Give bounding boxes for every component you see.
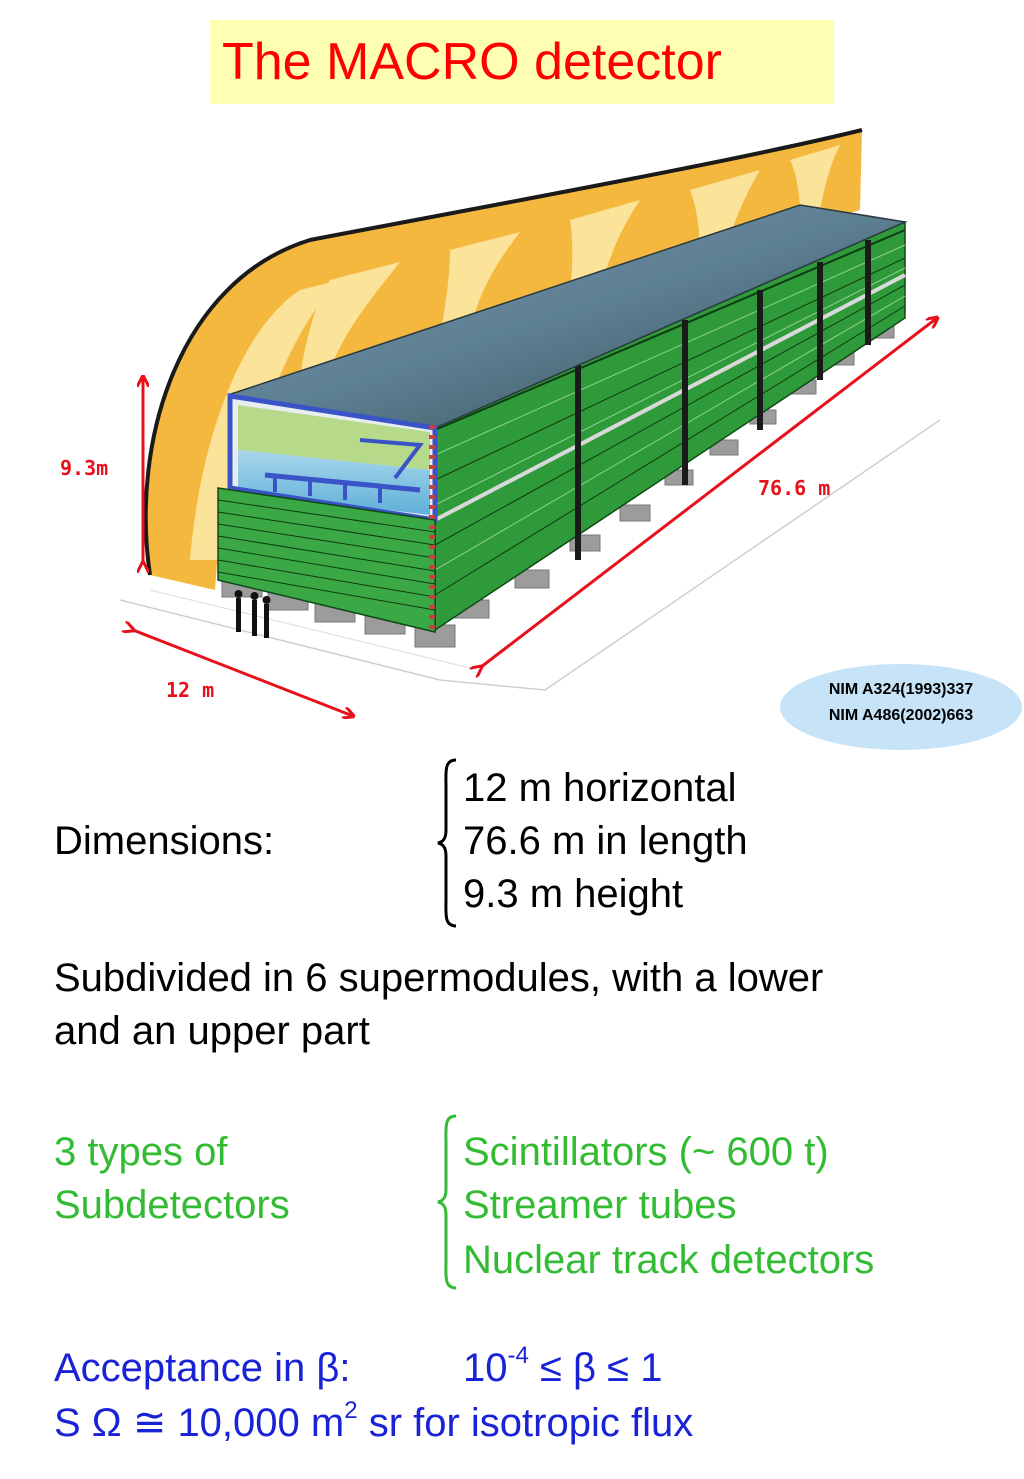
subdivision-line-1: Subdivided in 6 supermodules, with a low… <box>54 956 824 1000</box>
people-silhouettes <box>234 590 271 638</box>
flux-suffix: sr for isotropic flux <box>357 1401 694 1445</box>
reference-line-1: NIM A324(1993)337 <box>828 681 974 698</box>
flux-line: S Ω ≅ 10,000 m2 sr for isotropic flux <box>54 1397 693 1449</box>
detector-front-upper <box>227 393 438 523</box>
subdetector-nuclear-track: Nuclear track detectors <box>463 1238 875 1282</box>
length-label: 76.6 m <box>758 476 831 500</box>
dimension-item-length: 76.6 m in length <box>463 819 748 863</box>
subdetectors-label-line-1: 3 types of <box>54 1130 228 1174</box>
width-arrow <box>133 630 353 716</box>
subdetector-streamer-tubes: Streamer tubes <box>463 1183 737 1227</box>
dimension-item-height: 9.3 m height <box>463 872 684 916</box>
subdivision-line-2: and an upper part <box>54 1009 370 1053</box>
subdetectors-label-line-2: Subdetectors <box>54 1183 290 1227</box>
acceptance-base: 10 <box>463 1346 508 1390</box>
subdetector-scintillators: Scintillators (~ 600 t) <box>463 1130 829 1174</box>
detector-front-lower <box>217 425 436 633</box>
length-arrow <box>481 318 937 667</box>
acceptance-exponent: -4 <box>507 1341 529 1369</box>
macro-detector-illustration <box>119 128 1024 730</box>
acceptance-range-text: ≤ β ≤ 1 <box>539 1346 663 1390</box>
title-background <box>210 20 834 104</box>
acceptance-label: Acceptance in β: <box>54 1346 351 1390</box>
flux-exponent: 2 <box>344 1396 358 1424</box>
subdetectors-brace <box>437 1114 457 1290</box>
flux-prefix: S Ω ≅ 10,000 m <box>54 1401 345 1445</box>
width-label: 12 m <box>166 678 215 702</box>
dimensions-brace <box>437 758 457 928</box>
height-label: 9.3m <box>60 456 109 480</box>
acceptance-range: 10-4 ≤ β ≤ 1 <box>463 1342 662 1394</box>
dimensions-label: Dimensions: <box>54 819 275 863</box>
reference-bubble <box>780 664 1022 750</box>
reference-line-2: NIM A486(2002)663 <box>828 707 974 724</box>
page-title: The MACRO detector <box>222 33 722 91</box>
dimension-item-horizontal: 12 m horizontal <box>463 766 737 810</box>
